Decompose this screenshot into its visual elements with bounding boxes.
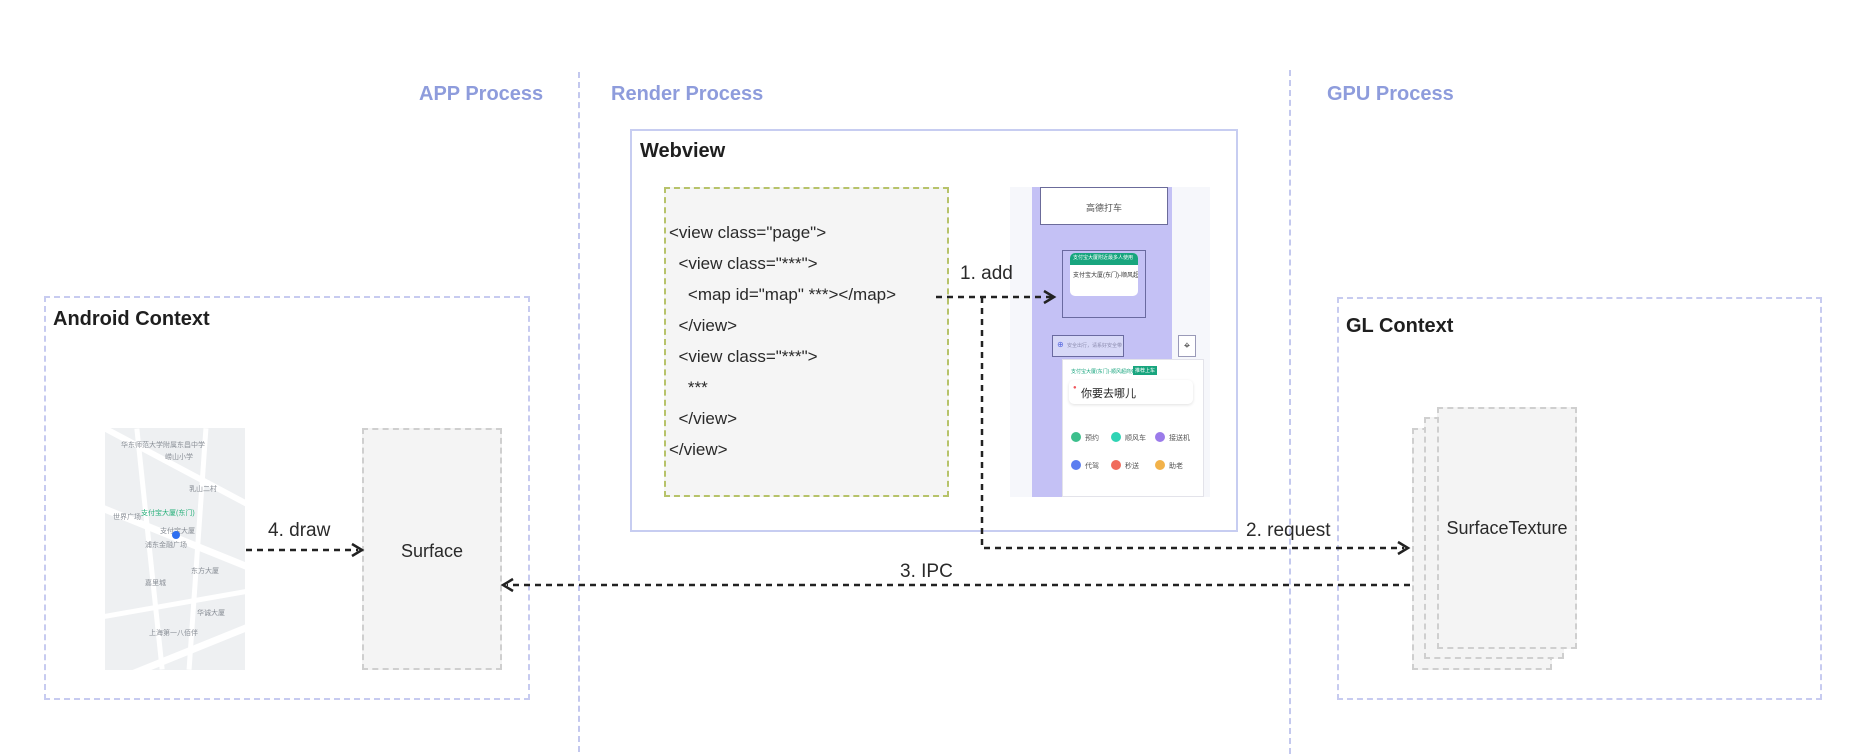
service-icon <box>1071 432 1081 442</box>
draw-arrow-label: 4. draw <box>268 520 331 541</box>
android-context-box <box>44 296 530 700</box>
code-line: <view class="***"> <box>669 254 818 273</box>
request-arrowhead-icon <box>1397 540 1411 556</box>
render-process-label: Render Process <box>611 83 764 105</box>
map-thumbnail: 华东师范大学附属东昌中学 崂山小学 乳山二村 世界广场 支付宝大厦(东门) 浦东… <box>105 428 245 670</box>
add-arrowhead-icon <box>1043 289 1057 305</box>
code-line: <view class="page"> <box>669 223 827 242</box>
add-arrow-label: 1. add <box>960 263 1013 284</box>
map-label: 浦东金融广场 <box>145 542 187 549</box>
render-gpu-divider <box>1289 70 1291 754</box>
app-render-divider <box>578 72 580 752</box>
start-point: 支付宝大厦(东门)-顺风超商旁 <box>1071 369 1136 375</box>
map-label: 崂山小学 <box>165 454 193 461</box>
top-title: 高德打车 <box>1085 203 1122 213</box>
code-line: </view> <box>669 316 738 335</box>
gl-context-box <box>1337 297 1822 700</box>
code-line: </view> <box>669 409 738 428</box>
surface-texture-label: SurfaceTexture <box>1446 518 1568 538</box>
service-item[interactable]: 秒送 <box>1125 463 1139 470</box>
ipc-arrow-label: 3. IPC <box>900 561 953 582</box>
map-label: 乳山二村 <box>189 486 217 493</box>
code-line: *** <box>669 378 708 397</box>
code-line: </view> <box>669 440 728 459</box>
surface-texture-card-front <box>1437 407 1577 649</box>
destination-input[interactable]: ● 你要去哪儿 <box>1069 380 1193 404</box>
service-icon <box>1155 460 1165 470</box>
shield-icon: ⊕ <box>1057 340 1064 349</box>
map-label: 华东师范大学附属东昌中学 <box>121 442 205 449</box>
surface-label: Surface <box>400 541 464 561</box>
service-item[interactable]: 接送机 <box>1169 435 1190 442</box>
ride-panel: 支付宝大厦(东门)-顺风超商旁 推荐上车 ● 你要去哪儿 预约 顺风车 接送机 … <box>1062 359 1204 497</box>
map-label: 嘉里城 <box>145 580 166 587</box>
location-dot-icon <box>172 531 180 539</box>
service-item[interactable]: 顺风车 <box>1125 435 1146 442</box>
request-arrow-line <box>980 297 1404 550</box>
service-item[interactable]: 代驾 <box>1085 463 1099 470</box>
map-label: 东方大厦 <box>191 568 219 575</box>
map-label: 华诚大厦 <box>197 610 225 617</box>
code-line: <map id="map" ***></map> <box>669 285 897 304</box>
top-title-card: 高德打车 <box>1040 187 1168 225</box>
map-component-frame <box>1062 250 1146 318</box>
gl-context-title: GL Context <box>1346 315 1454 337</box>
app-process-label: APP Process <box>419 83 544 105</box>
service-icon <box>1111 432 1121 442</box>
search-hint-bar[interactable]: ⊕ 安全出行，请系好安全带 <box>1052 335 1124 357</box>
service-item[interactable]: 预约 <box>1085 435 1099 442</box>
mini-program-screenshot: 高德打车 支付宝大厦附近最多人使用 支付宝大厦(东门)-顺风超商 ⊕ 安全出行，… <box>1010 187 1210 497</box>
service-item[interactable]: 助老 <box>1169 463 1183 470</box>
surface-card <box>362 428 502 670</box>
webview-title: Webview <box>640 140 726 162</box>
recommend-badge: 推荐上车 <box>1133 366 1158 375</box>
map-label: 上海第一八佰伴 <box>149 630 198 637</box>
ipc-arrowhead-icon <box>500 577 514 593</box>
code-snippet-box <box>664 187 949 497</box>
gpu-process-label: GPU Process <box>1327 83 1454 105</box>
draw-arrowhead-icon <box>351 542 365 558</box>
pickup-bubble: 支付宝大厦附近最多人使用 支付宝大厦(东门)-顺风超商 <box>1070 253 1138 296</box>
android-context-title: Android Context <box>53 308 210 330</box>
request-arrow-label: 2. request <box>1246 520 1331 541</box>
map-label: 世界广场 <box>113 514 141 521</box>
service-icon <box>1071 460 1081 470</box>
locate-icon[interactable]: ⌖ <box>1178 335 1196 357</box>
service-icon <box>1155 432 1165 442</box>
service-icon <box>1111 460 1121 470</box>
code-line: <view class="***"> <box>669 347 818 366</box>
map-poi: 支付宝大厦(东门) <box>141 510 195 517</box>
